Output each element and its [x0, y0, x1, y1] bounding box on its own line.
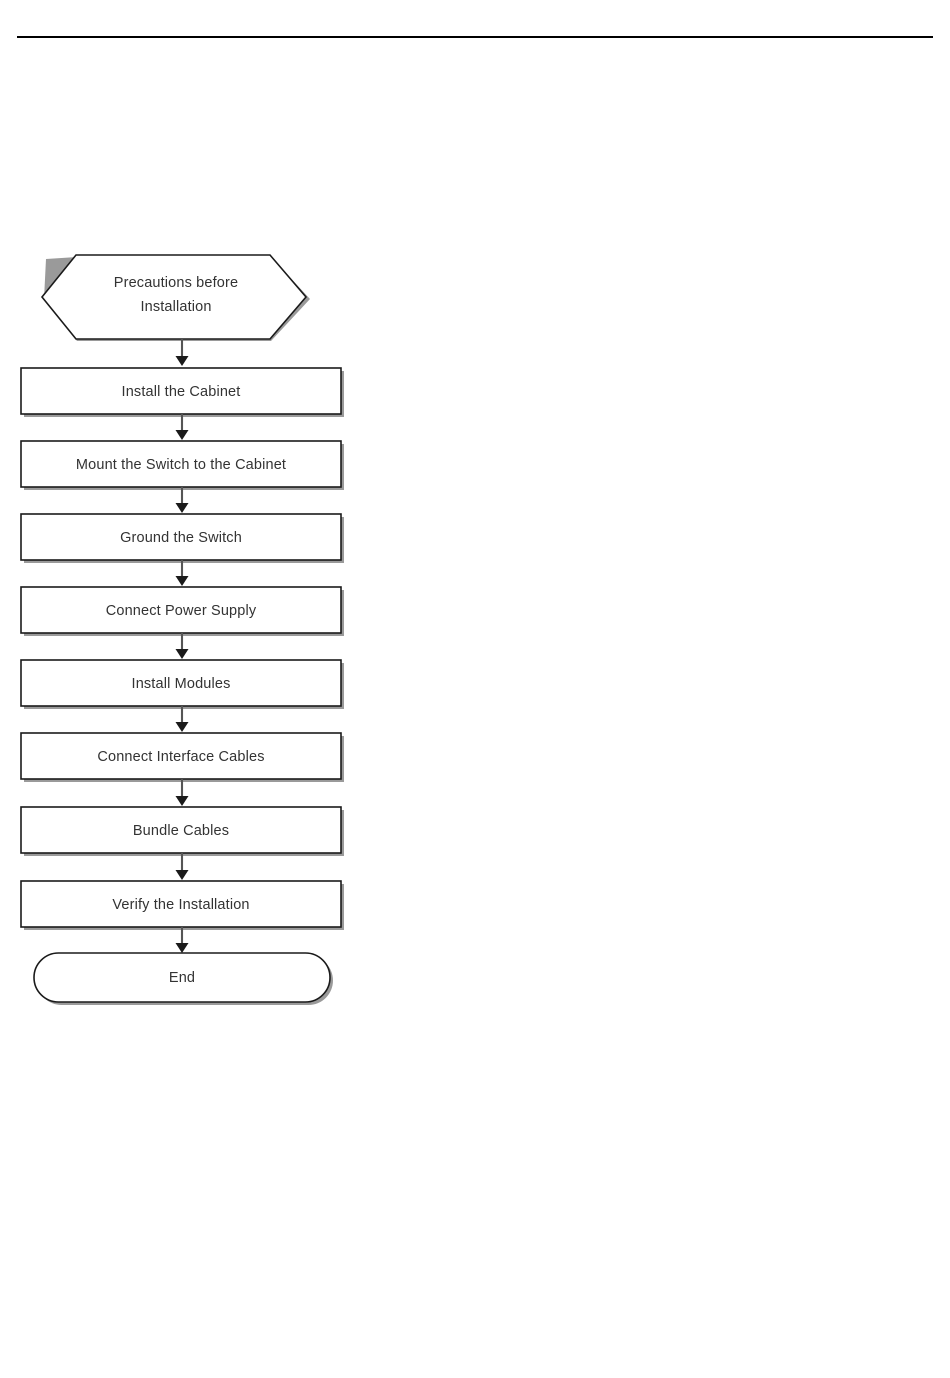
flow-edge-step-3-to-step-4	[175, 560, 189, 586]
flow-edge-step-1-to-step-2	[175, 414, 189, 440]
flow-edge-step-8-to-end	[175, 927, 189, 953]
flow-edge-step-6-to-step-7	[175, 779, 189, 806]
flow-node-end: End	[33, 952, 333, 1005]
flow-node-step-4-label: Connect Power Supply	[106, 603, 257, 619]
flow-node-step-5-label: Install Modules	[132, 676, 231, 692]
flow-edge-step-4-to-step-5	[175, 633, 189, 659]
flow-node-end-label: End	[169, 970, 195, 986]
flow-edge-step-5-to-step-6	[175, 706, 189, 732]
flow-node-step-7: Bundle Cables	[20, 806, 344, 856]
flow-node-step-8: Verify the Installation	[20, 880, 344, 930]
flow-edge-step-7-to-step-8	[175, 853, 189, 880]
flow-node-step-6-label: Connect Interface Cables	[97, 749, 264, 765]
flow-node-step-1: Install the Cabinet	[20, 367, 344, 417]
flow-node-step-2-label: Mount the Switch to the Cabinet	[76, 457, 286, 473]
flow-node-step-3-label: Ground the Switch	[120, 530, 242, 546]
flow-edge-start-to-step-1	[175, 339, 189, 366]
flow-node-step-7-label: Bundle Cables	[133, 823, 229, 839]
flow-node-step-4: Connect Power Supply	[20, 586, 344, 636]
flow-node-step-6: Connect Interface Cables	[20, 732, 344, 782]
flow-node-step-8-label: Verify the Installation	[112, 897, 249, 913]
flow-node-step-3: Ground the Switch	[20, 513, 344, 563]
flow-node-step-2: Mount the Switch to the Cabinet	[20, 440, 344, 490]
flow-edge-step-2-to-step-3	[175, 487, 189, 513]
flow-node-start: Precautions before Installation	[40, 254, 310, 341]
flow-node-start-label-line2: Installation	[140, 299, 211, 315]
flow-node-step-5: Install Modules	[20, 659, 344, 709]
flow-node-step-1-label: Install the Cabinet	[122, 384, 241, 400]
flow-node-start-label-line1: Precautions before	[114, 275, 238, 291]
header-divider	[17, 36, 933, 38]
